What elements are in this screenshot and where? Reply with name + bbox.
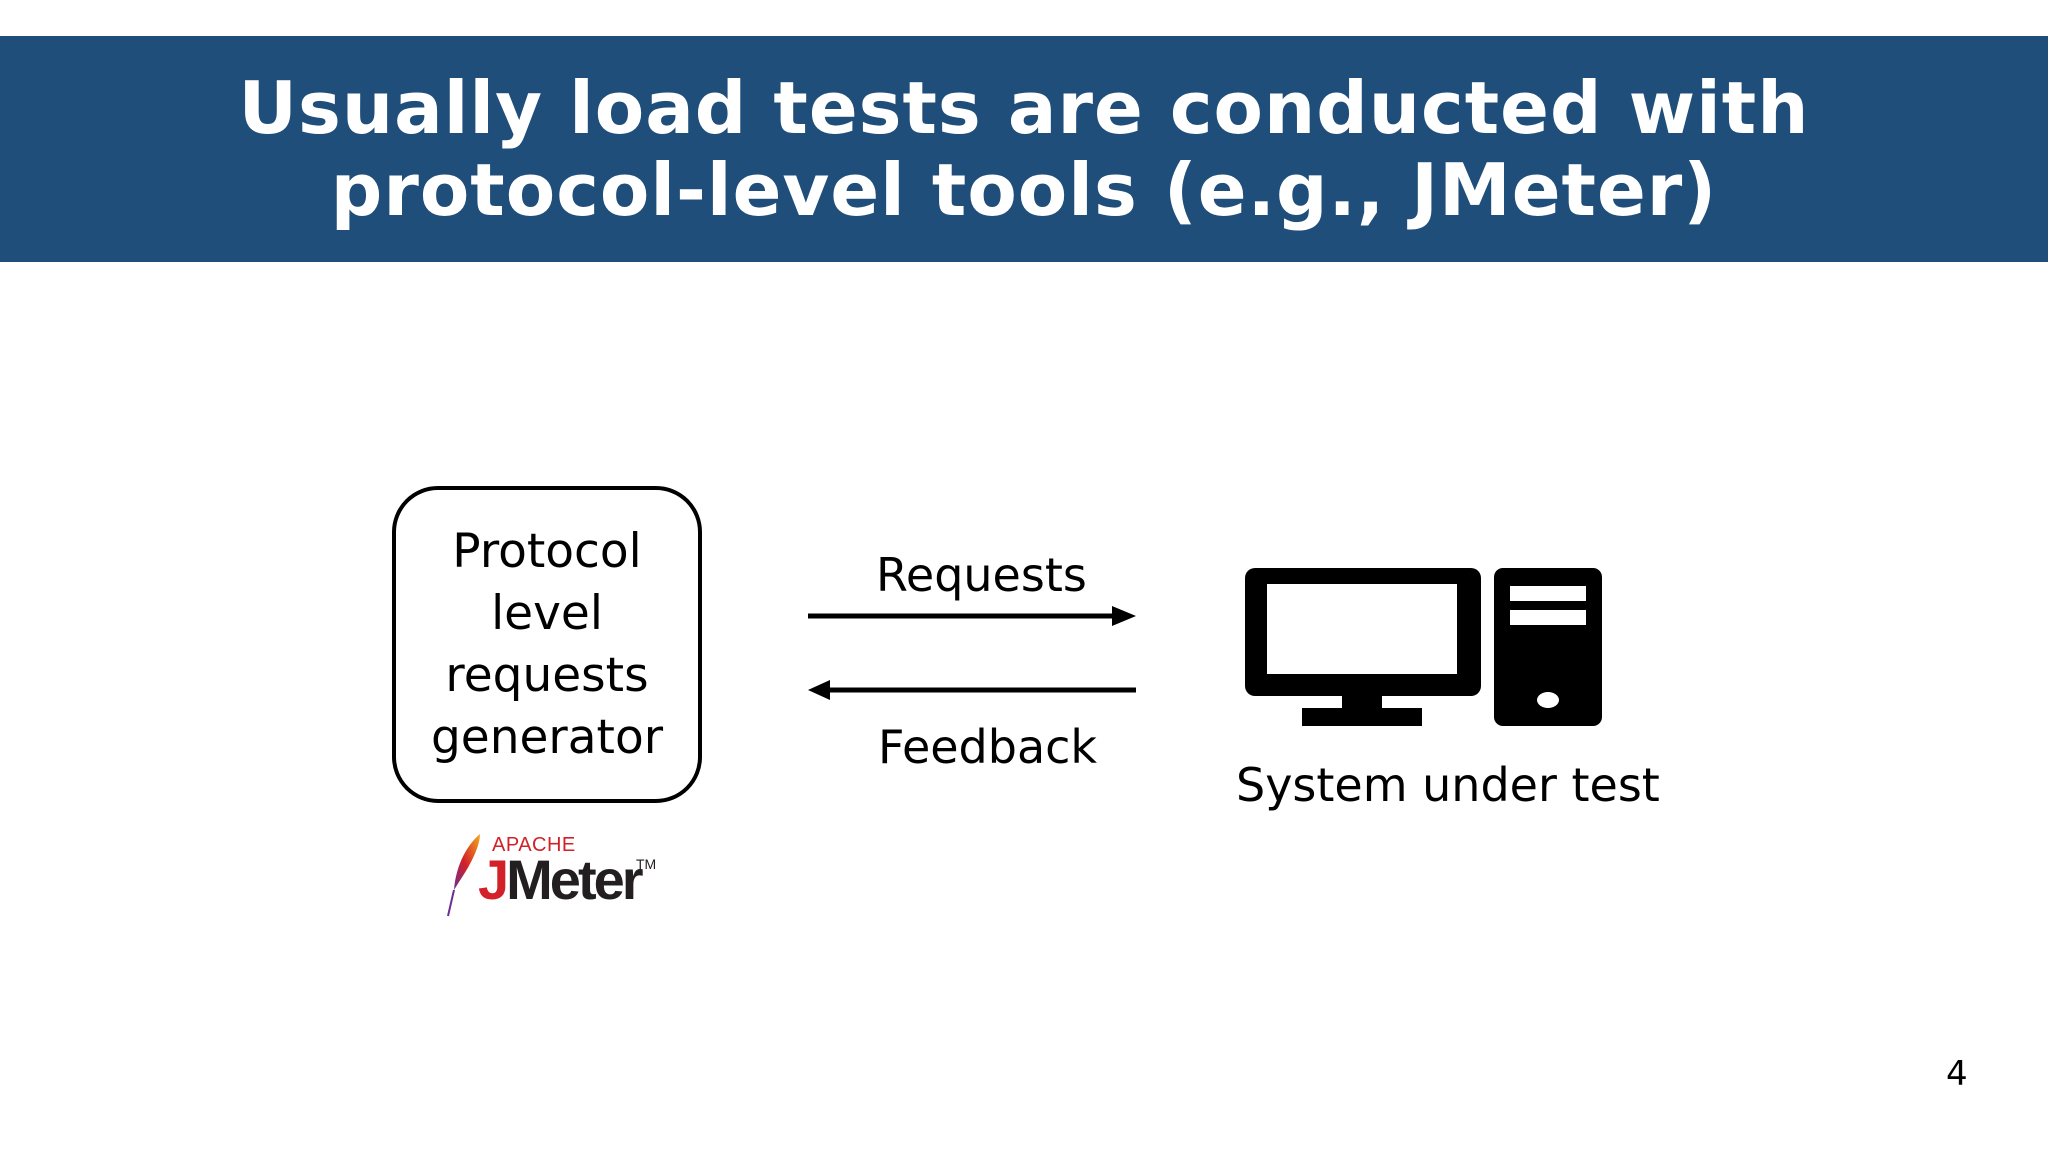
jmeter-meter: Meter bbox=[506, 848, 643, 911]
requests-generator-box: Protocol level requests generator bbox=[392, 486, 702, 803]
requests-label: Requests bbox=[876, 548, 1087, 602]
generator-label: Protocol level requests generator bbox=[430, 523, 664, 765]
feedback-label: Feedback bbox=[878, 720, 1098, 774]
computer-monitor-icon bbox=[1245, 568, 1481, 726]
page-number: 4 bbox=[1946, 1054, 1968, 1094]
feedback-arrow bbox=[808, 680, 1136, 700]
computer-tower-icon bbox=[1494, 568, 1602, 726]
trademark-mark: TM bbox=[636, 856, 657, 872]
slide-title: Usually load tests are conducted with pr… bbox=[238, 66, 1810, 232]
jmeter-wordmark: JMeter bbox=[478, 848, 644, 912]
system-label: System under test bbox=[1236, 758, 1660, 812]
title-band: Usually load tests are conducted with pr… bbox=[0, 36, 2048, 262]
apache-wordmark: APACHE bbox=[492, 834, 576, 856]
requests-arrow bbox=[808, 606, 1136, 626]
jmeter-j: J bbox=[478, 848, 509, 911]
request-feedback-arrows bbox=[808, 606, 1136, 700]
system-under-test-icon bbox=[1245, 568, 1602, 726]
apache-feather-icon bbox=[447, 834, 480, 917]
